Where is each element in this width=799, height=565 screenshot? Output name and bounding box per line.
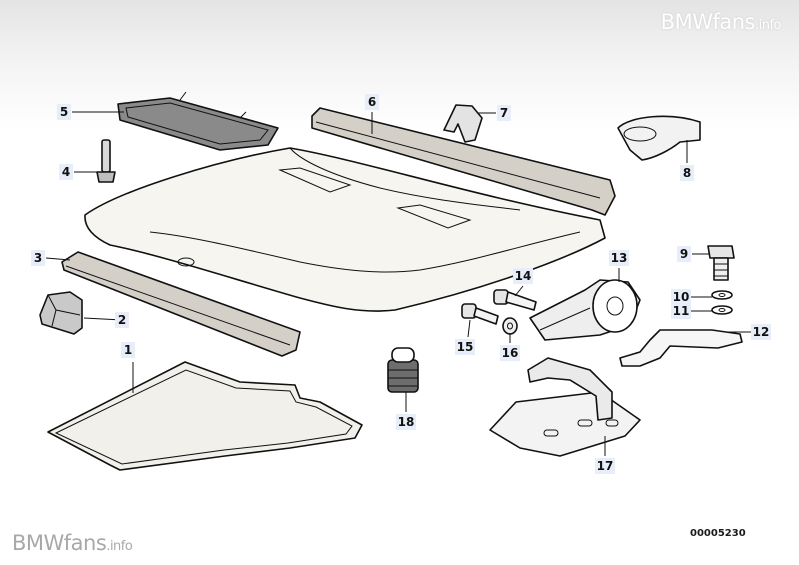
part-9-hex-bolt[interactable] [707, 245, 735, 281]
watermark-bottom: BMWfans.info [12, 531, 133, 555]
part-11-washer[interactable] [711, 305, 733, 315]
part-16-nut[interactable] [502, 317, 518, 335]
callout-1[interactable]: 1 [121, 342, 135, 393]
watermark-top-suffix: .info [754, 18, 782, 33]
callout-12-label: 12 [753, 325, 770, 339]
callout-17-label: 17 [597, 459, 614, 473]
callout-14-label-box [513, 268, 533, 284]
callout-16[interactable]: 16 [500, 333, 520, 361]
diagram-number: 00005230 [690, 528, 746, 539]
engine-hood-panel [84, 147, 606, 312]
callout-11[interactable]: 11 [671, 303, 712, 319]
part-4-bolt[interactable] [96, 139, 116, 183]
callout-8[interactable]: 8 [680, 140, 694, 181]
callout-5-label-box [57, 104, 71, 120]
callout-9[interactable]: 9 [677, 246, 710, 262]
callout-4[interactable]: 4 [59, 164, 100, 180]
callout-9-label: 9 [680, 247, 688, 261]
callout-5-label: 5 [60, 105, 68, 119]
callout-14[interactable]: 14 [513, 268, 533, 297]
callout-7-label: 7 [500, 106, 508, 120]
callout-13[interactable]: 13 [609, 250, 629, 282]
callout-6-label-box [365, 94, 379, 110]
callout-5[interactable]: 5 [57, 104, 124, 120]
callout-15-label-box [455, 339, 475, 355]
callout-1-label: 1 [124, 343, 132, 357]
callout-15-label: 15 [457, 340, 474, 354]
part-3-front-seal[interactable] [61, 251, 301, 357]
part-13-hinge-arm[interactable] [529, 279, 641, 341]
part-12-bracket[interactable] [619, 329, 743, 367]
callout-10[interactable]: 10 [671, 289, 712, 305]
watermark-bottom-brand: BMWfans [12, 531, 107, 555]
callout-11-label: 11 [673, 304, 690, 318]
callout-18-label-box [396, 414, 416, 430]
part-15-bolt[interactable] [461, 303, 499, 325]
callout-2-label: 2 [118, 313, 126, 327]
watermark-bottom-suffix: .info [106, 539, 133, 554]
callout-3[interactable]: 3 [31, 250, 71, 266]
callout-3-label: 3 [34, 251, 42, 265]
callout-7[interactable]: 7 [478, 105, 511, 121]
callout-8-label: 8 [683, 166, 691, 180]
callout-8-label-box [680, 165, 694, 181]
callout-17-label-box [595, 458, 615, 474]
callout-6-label: 6 [368, 95, 376, 109]
callout-1-label-box [121, 342, 135, 358]
callout-3-leader-line [45, 257, 71, 261]
callout-12[interactable]: 12 [728, 324, 771, 340]
callout-14-leader-line [514, 285, 524, 297]
callout-16-label: 16 [502, 346, 519, 360]
callout-10-label-box [671, 289, 691, 305]
part-1-insulation-mat[interactable] [47, 361, 363, 471]
part-6-rear-seal[interactable] [311, 107, 616, 216]
part-10-washer[interactable] [711, 290, 733, 300]
callout-13-label: 13 [611, 251, 628, 265]
part-8-guide[interactable] [617, 115, 701, 161]
part-7-clip[interactable] [443, 104, 483, 143]
callout-9-label-box [677, 246, 691, 262]
part-17-hood-hinge[interactable] [489, 357, 641, 457]
callout-4-label-box [59, 164, 73, 180]
callout-3-label-box [31, 250, 45, 266]
part-5-air-grille[interactable] [117, 91, 279, 151]
part-18-rubber-stop[interactable] [387, 347, 419, 393]
callout-18-label: 18 [398, 415, 415, 429]
callout-15[interactable]: 15 [455, 319, 475, 355]
callout-12-label-box [751, 324, 771, 340]
watermark-top-brand: BMWfans [660, 10, 756, 34]
callout-2[interactable]: 2 [83, 312, 129, 328]
callout-18[interactable]: 18 [396, 392, 416, 430]
callout-4-label: 4 [62, 165, 70, 179]
callout-7-label-box [497, 105, 511, 121]
callout-13-label-box [609, 250, 629, 266]
watermark-top: BMWfans.info [660, 10, 782, 34]
callout-6[interactable]: 6 [365, 94, 379, 134]
part-2-rubber-buffer[interactable] [39, 291, 83, 335]
part-14-bolt[interactable] [493, 289, 537, 311]
callout-14-label: 14 [515, 269, 532, 283]
callout-10-label: 10 [673, 290, 690, 304]
callout-11-label-box [671, 303, 691, 319]
callout-2-label-box [115, 312, 129, 328]
callout-15-leader-line [467, 319, 471, 338]
callout-17[interactable]: 17 [595, 436, 615, 474]
callout-16-label-box [500, 345, 520, 361]
